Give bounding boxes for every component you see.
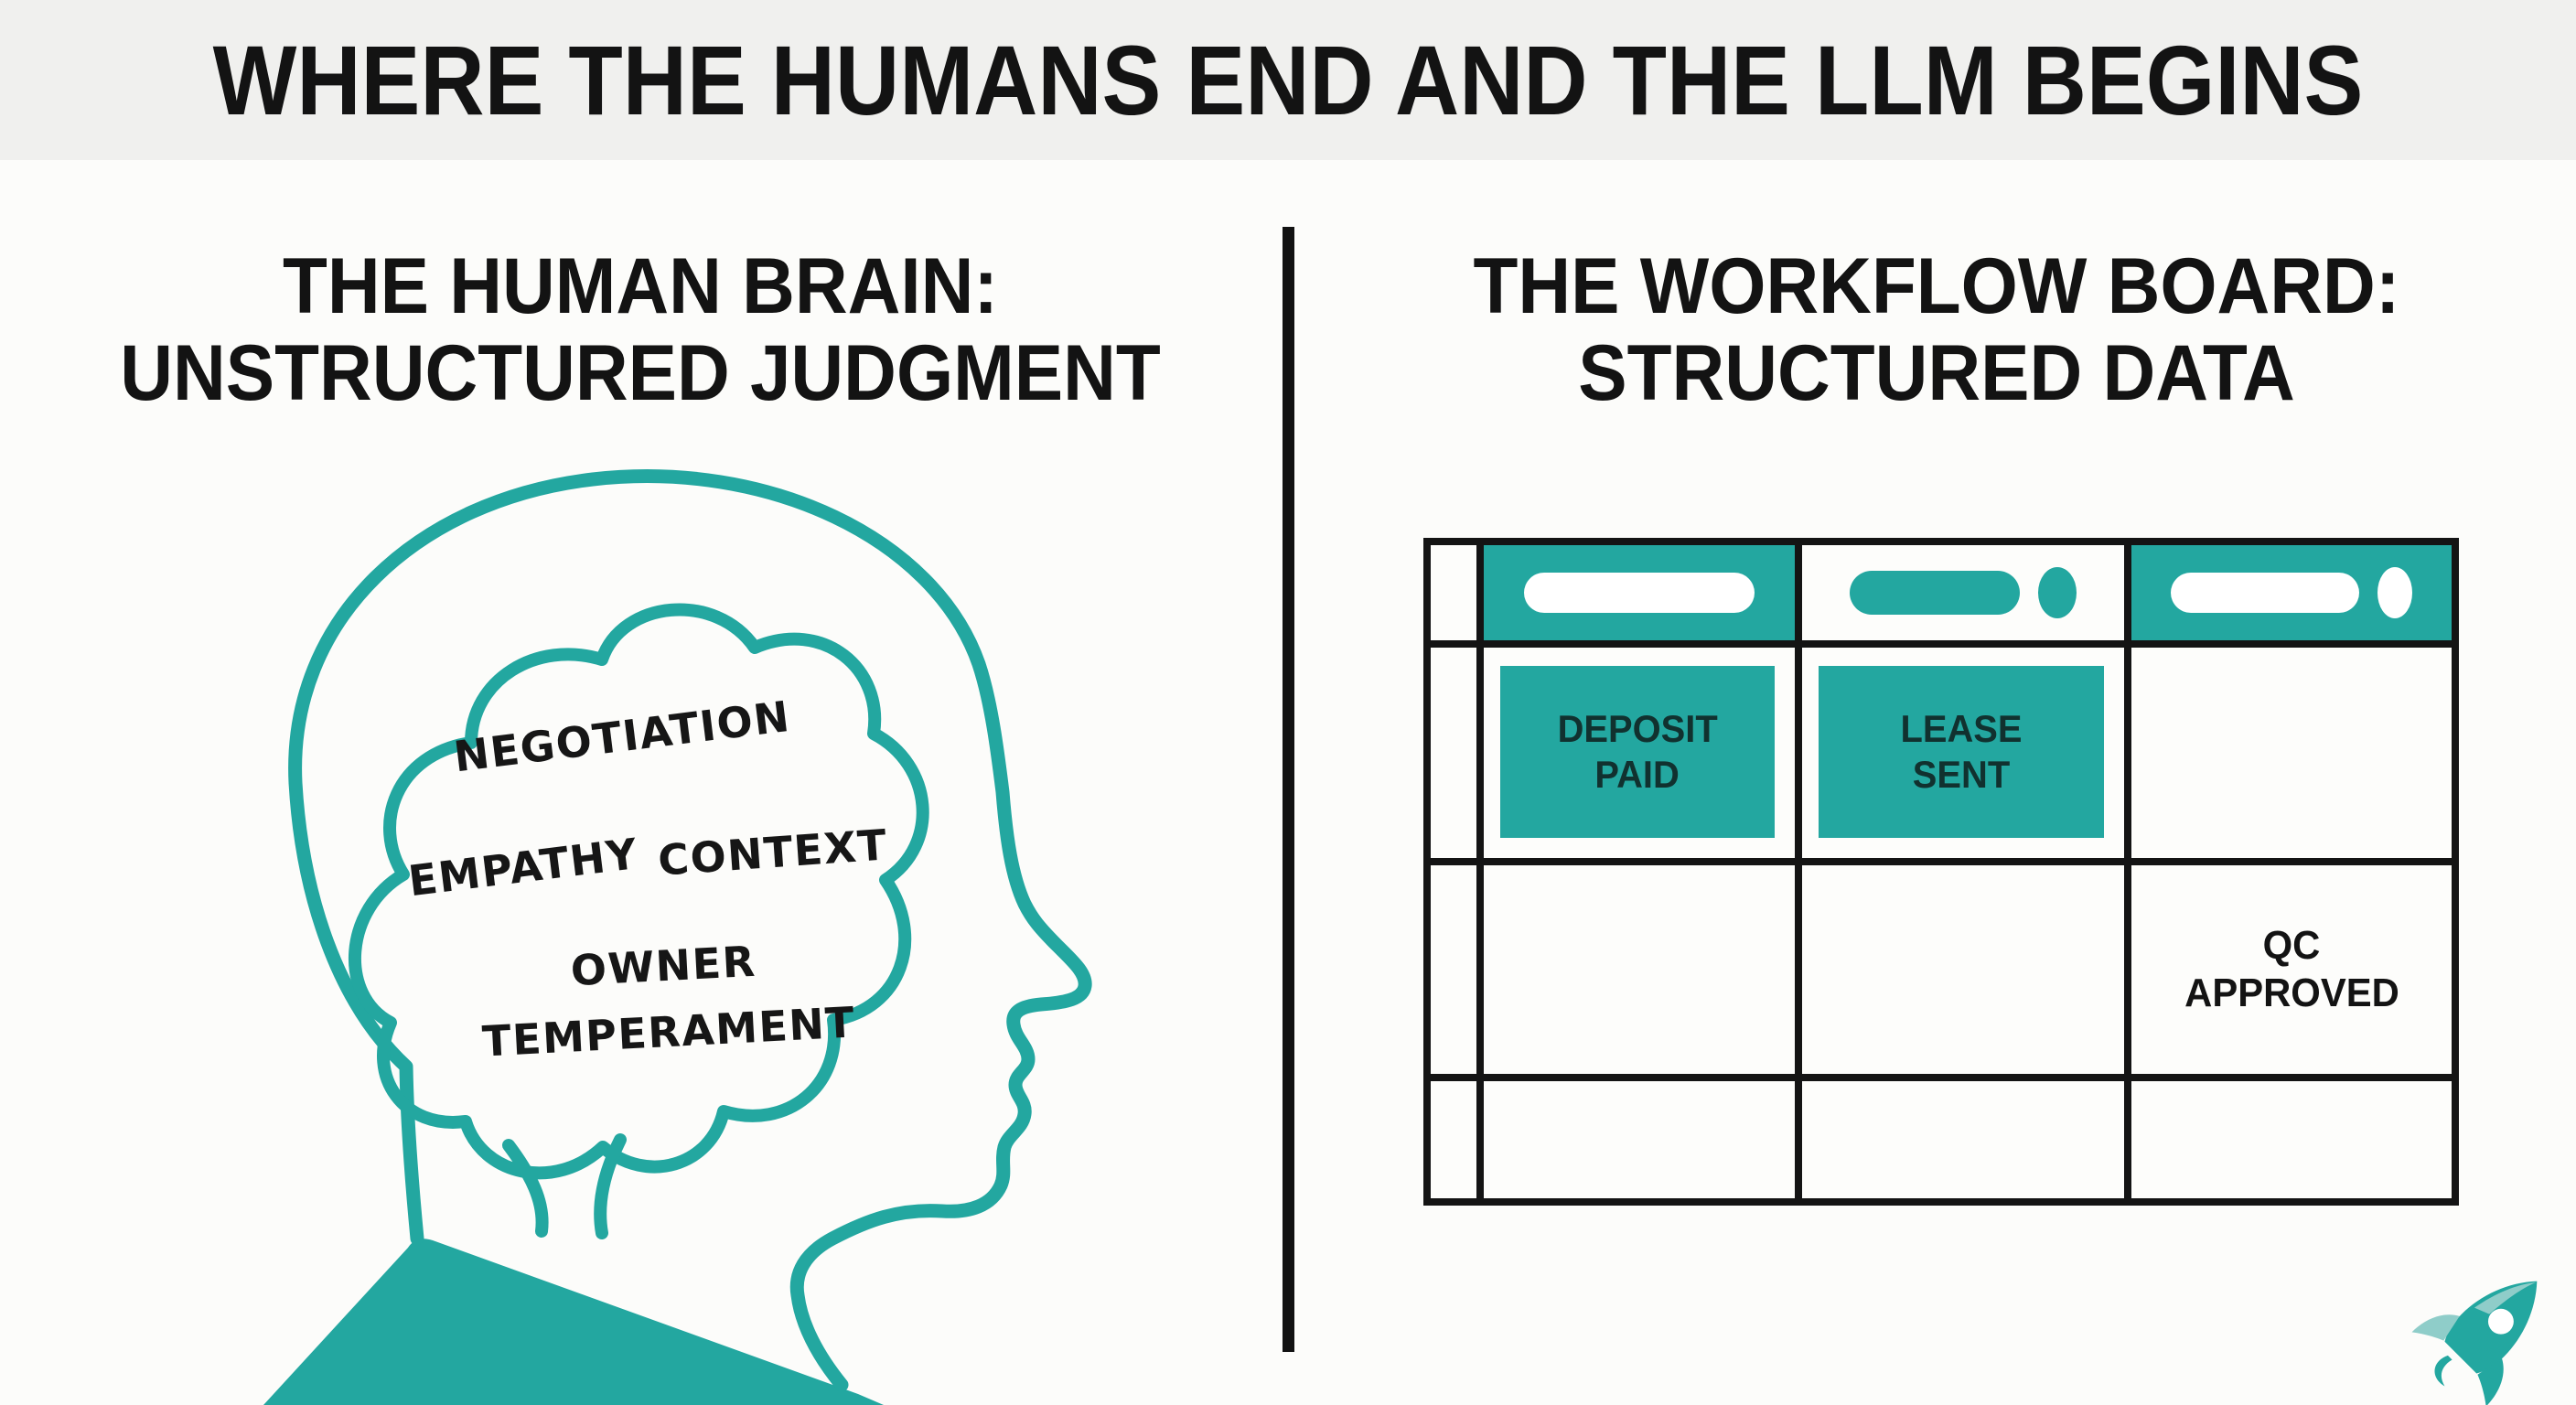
board-row1-gutter [1431, 648, 1476, 858]
column-dot-icon [2038, 567, 2077, 618]
right-heading-line1: THE WORKFLOW BOARD: [1473, 242, 2400, 330]
panel-divider [1283, 227, 1294, 1352]
left-panel-heading: THE HUMAN BRAIN: UNSTRUCTURED JUDGMENT [0, 243, 1281, 416]
board-cell-r2c2 [1802, 865, 2124, 1074]
workflow-board: DEPOSIT PAID LEASE SENT QC APPROVED [1423, 538, 2459, 1206]
board-header-column-3 [2131, 545, 2452, 640]
board-row3-gutter [1431, 1081, 1476, 1198]
rocket-icon [2411, 1281, 2538, 1405]
board-row2-gutter [1431, 865, 1476, 1074]
page-title: WHERE THE HUMANS END AND THE LLM BEGINS [212, 25, 2364, 135]
board-cell-r1c2: LEASE SENT [1802, 648, 2124, 858]
card-qc-approved: QC APPROVED [2131, 865, 2452, 1074]
title-band: WHERE THE HUMANS END AND THE LLM BEGINS [0, 0, 2576, 160]
card-label-line: SENT [1912, 753, 2011, 796]
head-profile-icon [288, 469, 1092, 1392]
brain-word-negotiation: NEGOTIATION [451, 692, 793, 782]
left-heading-line2: UNSTRUCTURED JUDGMENT [120, 328, 1161, 417]
brain-word-context: CONTEXT [657, 820, 890, 885]
column-title-pill-icon [2171, 573, 2359, 613]
card-label-line: LEASE [1900, 707, 2023, 751]
board-cell-r3c1 [1484, 1081, 1795, 1198]
card-label-line: QC [2262, 923, 2321, 969]
column-title-pill-icon [1524, 573, 1755, 613]
board-cell-r3c3 [2131, 1081, 2452, 1198]
column-title-pill-icon [1850, 571, 2020, 615]
board-cell-r2c1 [1484, 865, 1795, 1074]
right-heading-line2: STRUCTURED DATA [1578, 328, 2295, 417]
board-header-column-1 [1484, 545, 1795, 640]
brain-cloud-icon [349, 603, 929, 1180]
card-label-line: APPROVED [2184, 971, 2399, 1015]
board-cell-r3c2 [1802, 1081, 2124, 1198]
brain-stem-icon [502, 1139, 549, 1238]
brain-word-owner: OWNER [570, 937, 757, 996]
human-head-illustration: NEGOTIATION EMPATHY CONTEXT OWNER TEMPER… [263, 469, 1092, 1405]
column-dot-icon [2377, 567, 2412, 618]
board-cell-r1c3 [2131, 648, 2452, 858]
board-header-column-2 [1802, 545, 2124, 640]
board-cell-r1c1: DEPOSIT PAID [1484, 648, 1795, 858]
card-label-line: PAID [1594, 753, 1680, 796]
brain-word-empathy: EMPATHY [405, 829, 640, 906]
card-label-line: DEPOSIT [1557, 707, 1718, 751]
card-deposit-paid: DEPOSIT PAID [1500, 666, 1775, 838]
shoulder-shape [263, 1239, 884, 1405]
left-heading-line1: THE HUMAN BRAIN: [283, 242, 998, 330]
card-lease-sent: LEASE SENT [1819, 666, 2104, 838]
board-header-gutter [1431, 545, 1476, 640]
brain-word-temperament: TEMPERAMENT [481, 997, 857, 1066]
brain-stem-icon [594, 1133, 627, 1239]
right-panel-heading: THE WORKFLOW BOARD: STRUCTURED DATA [1297, 243, 2576, 416]
